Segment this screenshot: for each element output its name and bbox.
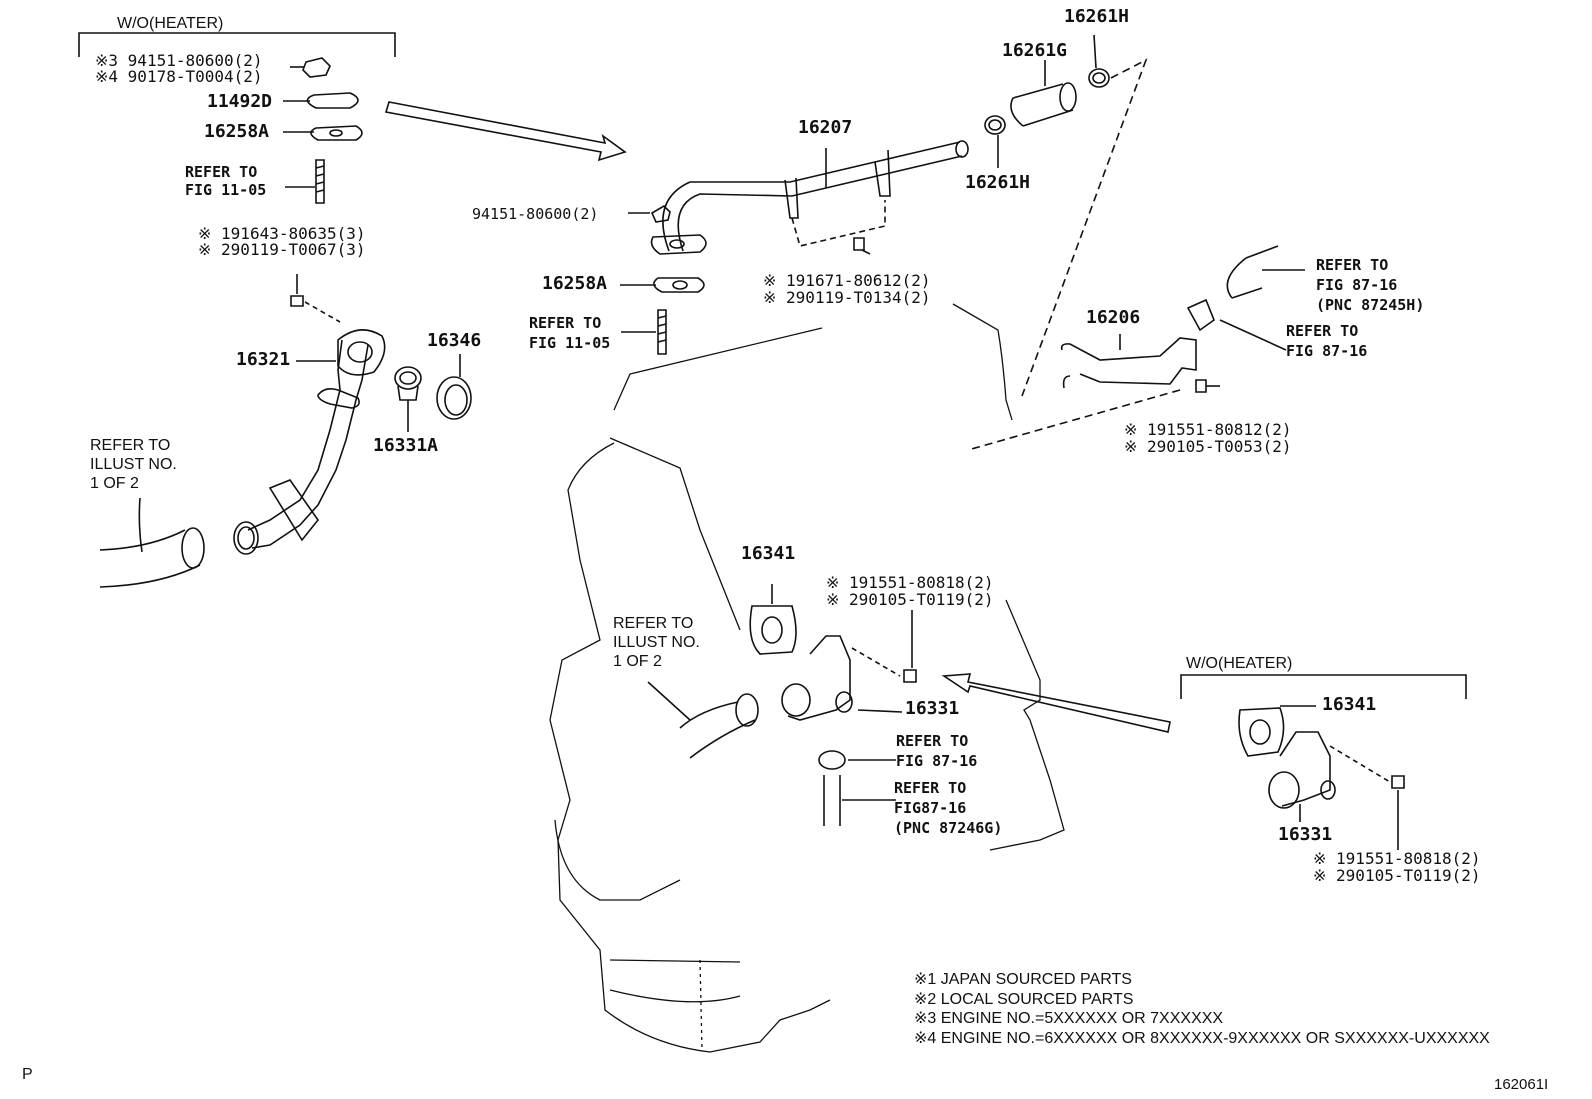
part-191551-80812[interactable]: ※ 191551-80812(2) <box>1124 420 1292 439</box>
refer-illust-center[interactable]: REFER TO ILLUST NO. 1 OF 2 <box>613 615 700 670</box>
refer-fig-87-16-right[interactable]: REFER TO FIG 87-16 <box>1286 322 1368 360</box>
figure-id: 162061I <box>1494 1076 1549 1093</box>
wo-heater-label-right: W/O(HEATER) <box>1186 655 1293 672</box>
flow-arrow-right <box>944 674 1170 732</box>
part-16207[interactable]: 16207 <box>798 117 853 138</box>
water-outlet-pipe-16321 <box>234 330 385 554</box>
part-16261g[interactable]: 16261G <box>1002 40 1068 61</box>
footnote-1: ※1 JAPAN SOURCED PARTS <box>914 971 1132 988</box>
hose-center <box>648 682 758 758</box>
bolt-right-lower-icon <box>1392 776 1404 850</box>
water-inlet-16331-right-icon <box>1269 732 1390 822</box>
part-16331-center[interactable]: 16331 <box>905 698 960 719</box>
part-191551-80818-right[interactable]: ※ 191551-80818(2) <box>1313 849 1481 868</box>
guide-line-lower <box>968 390 1180 450</box>
refer-fig-87-16-center[interactable]: REFER TO FIG 87-16 <box>896 732 978 770</box>
part-191643-80635[interactable]: ※ 191643-80635(3) <box>198 224 366 243</box>
wo-heater-label-top: W/O(HEATER) <box>117 15 224 32</box>
refer-fig-87-16-pnc-87246g[interactable]: REFER TO FIG87-16 (PNC 87246G) <box>894 779 1003 837</box>
bolt-right-icon <box>1196 380 1220 392</box>
part-290119-t0067[interactable]: ※ 290119-T0067(3) <box>198 240 366 259</box>
water-pipe-16206 <box>1062 300 1214 388</box>
gasket-16258a-icon <box>283 126 362 140</box>
gasket-16258a-mid-icon <box>620 278 704 292</box>
part-290105-t0053[interactable]: ※ 290105-T0053(2) <box>1124 437 1292 456</box>
leader-refer-87-16-right <box>1220 320 1286 350</box>
part-191671-80612[interactable]: ※ 191671-80612(2) <box>763 271 931 290</box>
clamp-16261h-mid <box>985 116 1005 168</box>
part-90178-t0004-top[interactable]: ※4 90178-T0004(2) <box>95 67 263 86</box>
bolt-icon <box>291 274 340 322</box>
engine-outline <box>550 304 1064 1052</box>
gasket-16341-right-icon <box>1239 706 1316 756</box>
hose-center-lower <box>824 775 896 826</box>
nut-icon <box>290 58 330 77</box>
hose-upper-right <box>1227 246 1305 298</box>
refer-fig-11-05-mid[interactable]: REFER TO FIG 11-05 <box>529 314 611 352</box>
footnotes: ※1 JAPAN SOURCED PARTS ※2 LOCAL SOURCED … <box>914 970 1490 1048</box>
part-11492d[interactable]: 11492D <box>207 91 273 112</box>
part-290105-t0119-right[interactable]: ※ 290105-T0119(2) <box>1313 866 1481 885</box>
part-16331a[interactable]: 16331A <box>373 435 439 456</box>
stud-icon <box>285 160 324 203</box>
part-16346[interactable]: 16346 <box>427 330 482 351</box>
part-290105-t0119-center[interactable]: ※ 290105-T0119(2) <box>826 590 994 609</box>
footnote-3: ※3 ENGINE NO.=5XXXXXX OR 7XXXXXX <box>914 1010 1224 1027</box>
part-16261h-top[interactable]: 16261H <box>1064 6 1130 27</box>
part-16261h-mid[interactable]: 16261H <box>965 172 1031 193</box>
refer-fig-11-05-top[interactable]: REFER TO FIG 11-05 <box>185 163 267 199</box>
nut-mid-icon <box>628 206 670 222</box>
bolt-mid-icon <box>854 238 870 254</box>
thermostat-16331a-icon <box>395 367 421 432</box>
water-inlet-16331-center-icon <box>782 636 902 720</box>
bolt-center-icon <box>904 610 916 682</box>
seal-16346-icon <box>437 354 471 419</box>
part-16258a-top[interactable]: 16258A <box>204 121 270 142</box>
part-16331-right[interactable]: 16331 <box>1278 824 1333 845</box>
guide-triangle <box>1022 60 1146 396</box>
hose-16261g <box>1011 60 1076 126</box>
part-16321[interactable]: 16321 <box>236 349 291 370</box>
hose-left <box>100 498 204 587</box>
refer-illust-left[interactable]: REFER TO ILLUST NO. 1 OF 2 <box>90 437 177 492</box>
gasket-16341-center-icon <box>750 584 796 654</box>
water-pipe-16207 <box>652 141 968 254</box>
footnote-4: ※4 ENGINE NO.=6XXXXXX OR 8XXXXXX-9XXXXXX… <box>914 1029 1490 1047</box>
footnote-2: ※2 LOCAL SOURCED PARTS <box>914 990 1134 1008</box>
gasket-11492d-icon <box>283 93 358 108</box>
clamp-16261h-top <box>1089 35 1109 87</box>
refer-fig-87-16-pnc-87245h[interactable]: REFER TO FIG 87-16 (PNC 87245H) <box>1316 256 1425 314</box>
part-94151-80600-mid[interactable]: 94151-80600(2) <box>472 205 599 223</box>
clamp-center-icon <box>819 751 896 769</box>
part-94151-80600-top[interactable]: ※3 94151-80600(2) <box>95 51 263 70</box>
part-16341-right[interactable]: 16341 <box>1322 694 1377 715</box>
wo-heater-bracket-top <box>79 33 395 57</box>
stud-mid-icon <box>621 310 666 354</box>
part-16258a-mid[interactable]: 16258A <box>542 273 608 294</box>
part-16206[interactable]: 16206 <box>1086 307 1141 328</box>
part-191551-80818-center[interactable]: ※ 191551-80818(2) <box>826 573 994 592</box>
part-290119-t0134[interactable]: ※ 290119-T0134(2) <box>763 288 931 307</box>
part-16341-center[interactable]: 16341 <box>741 543 796 564</box>
wo-heater-bracket-right <box>1181 675 1466 699</box>
corner-p-mark: P <box>22 1066 33 1083</box>
flow-arrow-top <box>386 102 625 160</box>
